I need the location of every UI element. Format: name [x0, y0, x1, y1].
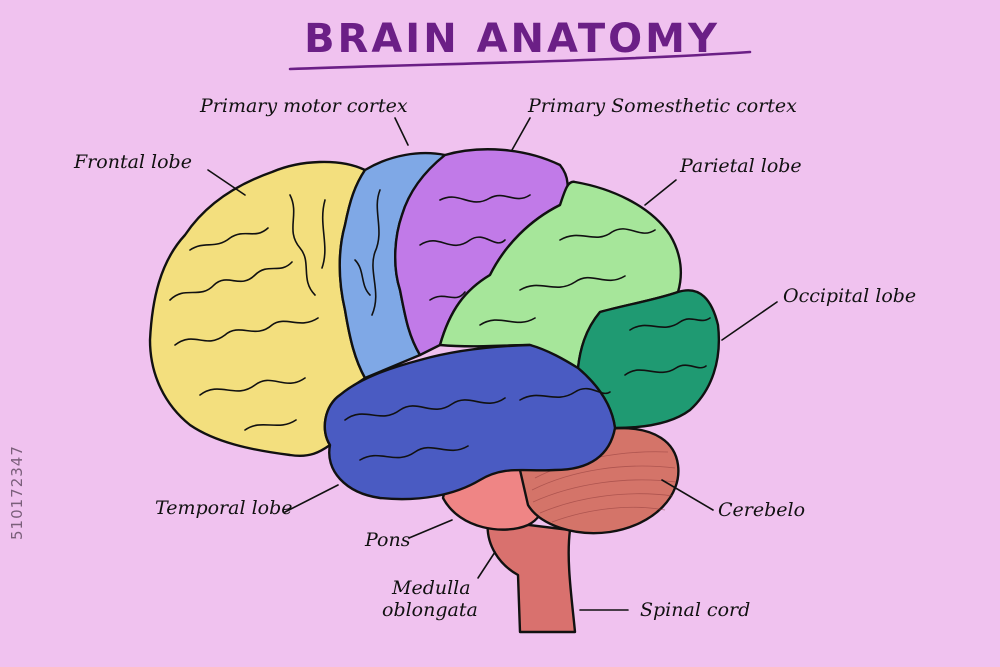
leader-lines: [207, 117, 778, 611]
label-primary-somesthetic-cortex: Primary Somesthetic cortex: [527, 95, 797, 117]
occipital-gyri: [624, 317, 711, 376]
title-underline: [288, 50, 752, 71]
label-temporal-lobe: Temporal lobe: [155, 497, 293, 519]
labels: Primary motor cortex Primary Somesthetic…: [73, 95, 916, 621]
leader-parietal-lobe: [644, 179, 677, 206]
label-parietal-lobe: Parietal lobe: [679, 155, 802, 177]
brain-illustration: [148, 148, 720, 634]
spinal-cord-region: [486, 518, 577, 634]
somesthetic-gyri: [419, 194, 531, 301]
watermark-id: 510172347: [8, 445, 26, 540]
cerebelo-texture: [531, 451, 677, 523]
diagram-title: BRAIN ANATOMY: [304, 16, 720, 62]
label-pons: Pons: [364, 529, 411, 551]
label-medulla-line2: oblongata: [382, 599, 478, 621]
parietal-gyri: [479, 228, 656, 326]
leader-primary-somesthetic-cortex: [511, 117, 531, 151]
temporal-gyri: [344, 387, 611, 461]
label-spinal-cord: Spinal cord: [640, 599, 750, 621]
leader-medulla-oblongata: [477, 551, 496, 579]
temporal-lobe-region: [323, 343, 617, 501]
leader-frontal-lobe: [207, 169, 246, 196]
label-frontal-lobe: Frontal lobe: [73, 151, 192, 173]
leader-pons: [408, 519, 453, 539]
leader-occipital-lobe: [721, 301, 778, 341]
leader-primary-motor-cortex: [394, 117, 409, 146]
motor-gyri: [354, 189, 381, 316]
label-medulla-line1: Medulla: [391, 577, 471, 599]
label-cerebelo: Cerebelo: [718, 499, 805, 521]
leader-cerebelo: [661, 479, 714, 511]
label-occipital-lobe: Occipital lobe: [783, 285, 916, 307]
frontal-gyri: [169, 194, 326, 431]
leader-temporal-lobe: [284, 484, 339, 513]
label-primary-motor-cortex: Primary motor cortex: [199, 95, 408, 117]
